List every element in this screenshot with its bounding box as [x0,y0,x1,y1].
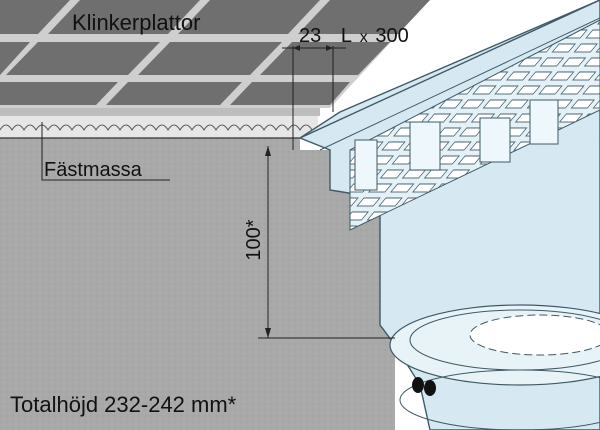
tile-floor [0,0,430,108]
flange-width-label: 23 [299,25,322,47]
length-prefix-label: L [340,25,352,47]
total-height-label: Totalhöjd 232-242 mm* [10,392,237,417]
grate-width-label: 300 [375,25,409,47]
dimension-label-width: 23 L x 300 [299,26,409,46]
tiles-label: Klinkerplattor [72,10,201,35]
depth-dimension-label: 100* [243,219,265,261]
dimension-lines [41,45,395,339]
outlet-ring [389,304,600,430]
adhesive-label: Fästmassa [44,159,142,181]
adhesive-layer [0,108,320,139]
length-separator-label: x [359,29,368,46]
